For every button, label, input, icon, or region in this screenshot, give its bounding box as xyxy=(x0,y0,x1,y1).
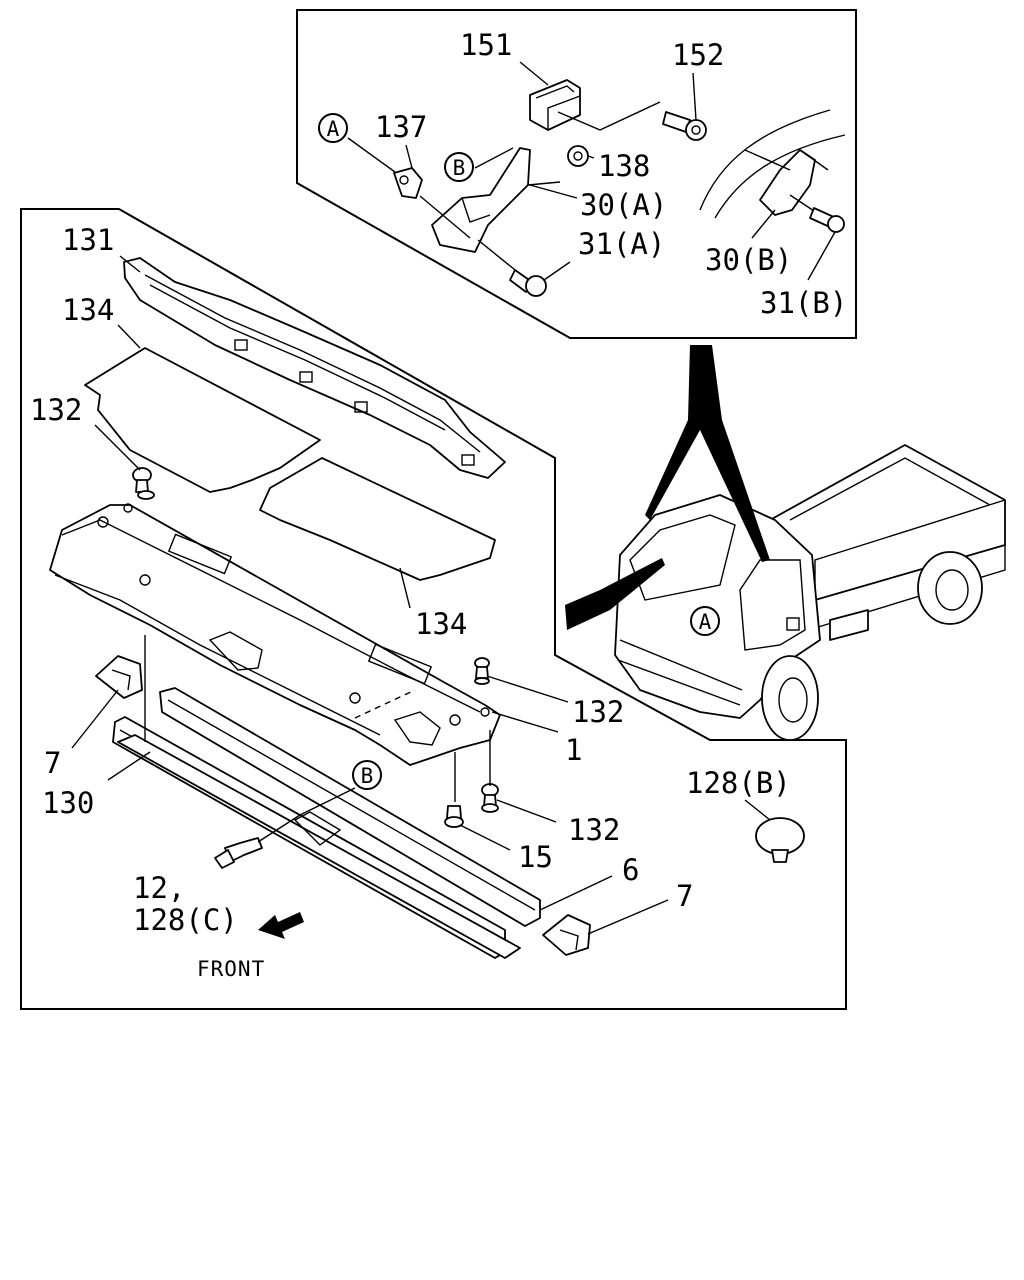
callout-b-top: B xyxy=(444,152,474,182)
bracket-151 xyxy=(529,79,661,131)
label-12: 12, xyxy=(133,871,185,905)
label-1: 1 xyxy=(565,733,582,767)
label-138: 138 xyxy=(598,149,650,183)
svg-text:A: A xyxy=(327,117,340,141)
nut-138 xyxy=(567,145,589,167)
truck-illustration xyxy=(565,345,1006,741)
label-7-left: 7 xyxy=(44,746,61,780)
label-130: 130 xyxy=(42,786,94,820)
bolt-31b xyxy=(809,207,845,233)
label-132-right: 132 xyxy=(572,695,624,729)
label-7-right: 7 xyxy=(676,879,693,913)
label-31b: 31(B) xyxy=(760,286,847,320)
clip-15 xyxy=(444,805,464,828)
spacer-7-right xyxy=(542,914,591,956)
rail-130 xyxy=(112,716,521,959)
inset-detail-frame xyxy=(296,9,857,339)
spacer-7-left xyxy=(95,655,143,699)
clip-137 xyxy=(393,167,423,199)
svg-text:A: A xyxy=(699,610,712,634)
bolt-12 xyxy=(214,814,301,869)
front-arrow-icon xyxy=(258,912,304,939)
clip-132-top xyxy=(132,467,155,500)
bolt-31a xyxy=(477,239,547,297)
label-152: 152 xyxy=(672,38,724,72)
label-30b: 30(B) xyxy=(705,243,792,277)
bracket-30b xyxy=(699,109,846,219)
insulation-pad-134 xyxy=(84,347,496,581)
clip-132-lower xyxy=(481,783,499,813)
label-front: FRONT xyxy=(197,957,265,981)
label-128b: 128(B) xyxy=(686,766,791,800)
label-134-bottom: 134 xyxy=(415,607,467,641)
label-131: 131 xyxy=(62,223,114,257)
upper-rail-131 xyxy=(123,257,506,479)
label-134-top: 134 xyxy=(62,293,114,327)
label-31a: 31(A) xyxy=(578,227,665,261)
rail-6 xyxy=(159,687,541,927)
callout-a-truck: A xyxy=(690,606,720,636)
clip-132-right xyxy=(474,657,490,685)
label-137: 137 xyxy=(375,110,427,144)
label-30a: 30(A) xyxy=(580,188,667,222)
push-clip-128b xyxy=(755,817,805,863)
main-assembly-frame xyxy=(20,208,847,1010)
callout-b-main: B xyxy=(352,760,382,790)
svg-text:B: B xyxy=(361,764,374,788)
label-132-lower: 132 xyxy=(568,813,620,847)
bolt-152 xyxy=(662,111,707,141)
label-132-top: 132 xyxy=(30,393,82,427)
bracket-30a xyxy=(419,147,561,253)
label-151: 151 xyxy=(460,28,512,62)
svg-text:B: B xyxy=(453,156,466,180)
main-panel-1 xyxy=(49,503,501,766)
label-128c: 128(C) xyxy=(133,903,238,937)
label-6: 6 xyxy=(622,853,639,887)
callout-a-top: A xyxy=(318,113,348,143)
label-15: 15 xyxy=(518,840,553,874)
